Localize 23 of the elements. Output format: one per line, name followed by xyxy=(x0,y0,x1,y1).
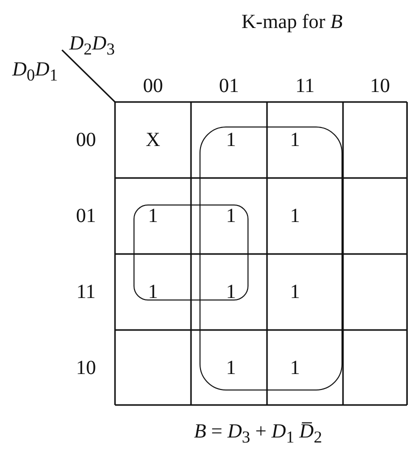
column-header: 10 xyxy=(370,76,390,96)
table-cell: 1 xyxy=(290,130,300,150)
title: K-map for B xyxy=(241,12,343,32)
table-cell: 10 xyxy=(76,358,96,378)
column-header: 11 xyxy=(295,76,315,96)
table-cell: 1 xyxy=(226,130,236,150)
table-cell: 1 xyxy=(226,282,236,302)
table-cell: 11 xyxy=(76,282,96,302)
column-header: 00 xyxy=(143,76,163,96)
table-cell: 1 xyxy=(148,206,158,226)
axis-variable-label: D$_{2}$D$_{3}$ xyxy=(69,34,115,58)
table-cell: 1 xyxy=(226,358,236,378)
column-header: 01 xyxy=(219,76,239,96)
table-cell: 1 xyxy=(226,206,236,226)
table-cell: 1 xyxy=(290,206,300,226)
table-cell: 1 xyxy=(290,358,300,378)
table-cell: 1 xyxy=(290,282,300,302)
axis-variable-label: D$_{0}$D$_{1}$ xyxy=(12,60,58,84)
table-cell: 01 xyxy=(76,206,96,226)
table-cell: X xyxy=(146,130,160,150)
caption: B = D$_{3}$ + D$_{1}$ D̅$_{2}$ xyxy=(194,422,322,446)
table-cell: 00 xyxy=(76,130,96,150)
table-cell: 1 xyxy=(148,282,158,302)
